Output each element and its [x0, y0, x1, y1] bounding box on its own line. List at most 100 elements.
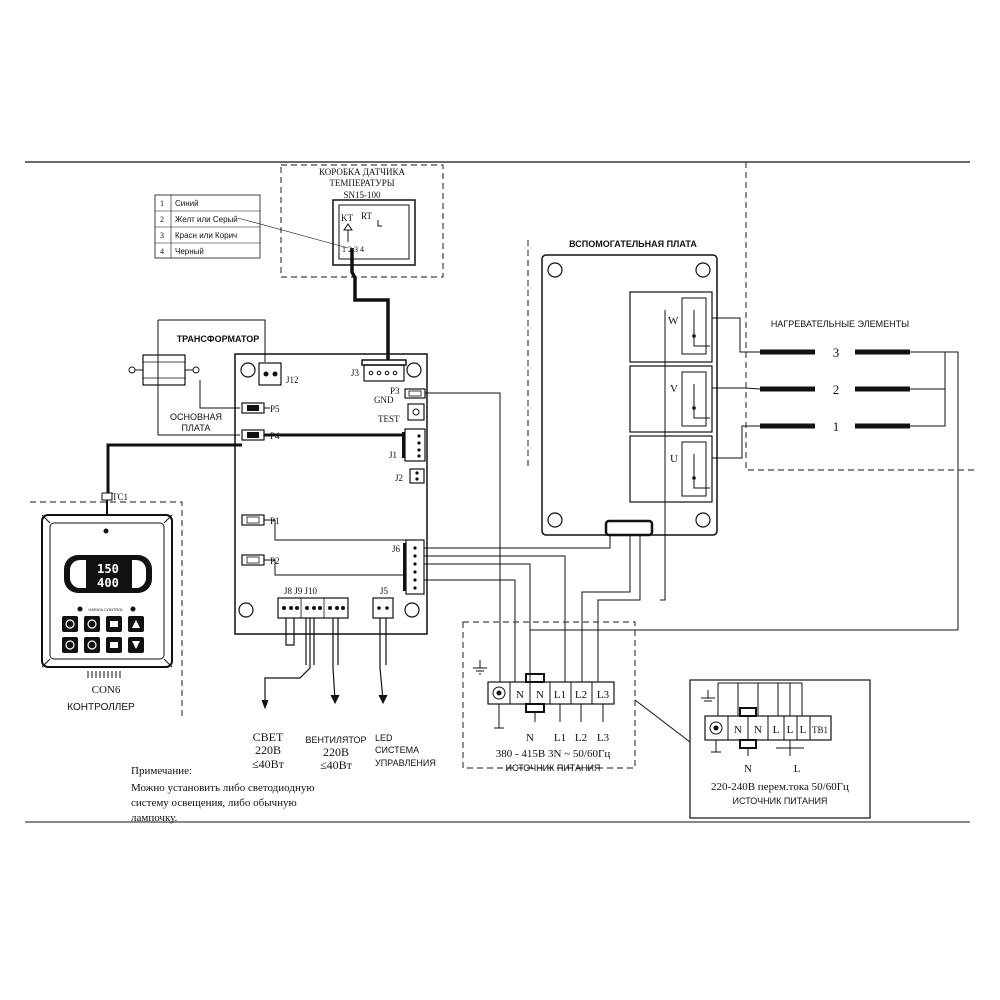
- fan-cable: [332, 618, 336, 701]
- heater-2-number: 2: [833, 382, 840, 397]
- sensor-box-title-2: ТЕМПЕРАТУРЫ: [329, 178, 394, 188]
- sensor-box-title-1: КОРОБКА ДАТЧИКА: [319, 167, 406, 177]
- single-phase-terminal-4: L: [787, 724, 794, 736]
- aux-board-connector: [604, 519, 654, 537]
- heater-1-number: 1: [833, 419, 840, 434]
- main-board: ОСНОВНАЯ ПЛАТА J12 J3 P3 GND TEST J1 J2: [170, 353, 428, 635]
- supply-link-line: [634, 699, 691, 743]
- display-top-value: 150: [97, 562, 119, 576]
- light-cable: [264, 618, 311, 705]
- transformer-core: [142, 354, 186, 386]
- single-phase-supply: N N L L L TB1 N L 220-240В перем.тока 50…: [689, 679, 871, 819]
- sensor-kt-label: KT: [341, 213, 353, 223]
- controller-brand: HARVIA CONTROL: [88, 607, 124, 612]
- j3-connector: [363, 364, 405, 382]
- three-phase-label: ИСТОЧНИК ПИТАНИЯ: [506, 763, 601, 773]
- j6-bus-1: [424, 535, 611, 549]
- heating-elements: НАГРЕВАТЕЛЬНЫЕ ЭЛЕМЕНТЫ 3 2 1: [712, 317, 959, 630]
- three-phase-under-l1: L1: [554, 732, 566, 744]
- sensor-cable: [350, 248, 390, 360]
- sensor-model: SN15-100: [343, 190, 381, 200]
- light-label-2: 220В: [255, 743, 281, 757]
- three-phase-terminal-3: L1: [554, 689, 566, 701]
- note: Примечание: Можно установить либо светод…: [131, 765, 315, 824]
- legend-name-2: Желт или Серый: [175, 215, 238, 224]
- legend-name-1: Синий: [175, 199, 199, 208]
- j1-connector: [404, 428, 426, 462]
- p1-wire: [264, 519, 406, 541]
- j5-connector: [372, 597, 394, 619]
- single-phase-terminal-1: N: [734, 724, 742, 736]
- three-phase-terminal-block: [487, 681, 615, 705]
- heater-zone-dashed-frame: [745, 162, 975, 471]
- single-phase-terminal-5: L: [800, 724, 807, 736]
- relay-u-label: U: [670, 453, 678, 465]
- heater-3-number: 3: [833, 345, 840, 360]
- controller-dashed-frame: [30, 501, 183, 716]
- three-phase-under-l2: L2: [575, 732, 587, 744]
- p3-label: P3: [390, 386, 400, 396]
- controller-label: КОНТРОЛЛЕР: [67, 702, 135, 713]
- legend-num-1: 1: [160, 199, 164, 208]
- gnd-label: GND: [374, 395, 394, 405]
- led-cable: [379, 618, 384, 701]
- fan-label-2: 220В: [323, 745, 349, 759]
- three-phase-terminal-2: N: [536, 689, 544, 701]
- legend-num-3: 3: [160, 231, 164, 240]
- j8-j9-j10-connector: [277, 597, 349, 619]
- wire-color-legend: 1 Синий 2 Желт или Серый 3 Красн или Кор…: [154, 194, 349, 259]
- three-phase-dashed-frame: [462, 621, 636, 769]
- led-label-2: СИСТЕМА: [375, 745, 419, 755]
- temperature-sensor-box: КОРОБКА ДАТЧИКА ТЕМПЕРАТУРЫ SN15-100 KT …: [280, 164, 444, 278]
- three-phase-spec: 380 - 415В 3N ~ 50/60Гц: [496, 748, 611, 760]
- single-phase-label: ИСТОЧНИК ПИТАНИЯ: [733, 796, 828, 806]
- j6-bus-2: [424, 555, 566, 682]
- j6-label: J6: [392, 544, 401, 554]
- j5-label: J5: [380, 586, 389, 596]
- sensor-rt-label: RT: [361, 211, 372, 221]
- light-label-3: ≤40Вт: [252, 757, 285, 771]
- con6-label: CON6: [92, 684, 121, 696]
- led-label-3: УПРАВЛЕНИЯ: [375, 758, 436, 768]
- relay-w: W: [629, 291, 713, 363]
- led-label-1: LED: [375, 733, 393, 743]
- controller: TC1 150 400 HARVIA CONTROL: [30, 492, 183, 716]
- main-board-label-1: ОСНОВНАЯ: [170, 412, 222, 422]
- main-board-outline: [234, 353, 428, 635]
- single-phase-under-l: L: [794, 763, 801, 775]
- j6-bus-3: [424, 563, 531, 682]
- display-bottom-value: 400: [97, 576, 119, 590]
- relay-feed-wire: [660, 310, 666, 601]
- three-phase-terminal-5: L3: [597, 689, 610, 701]
- note-line-3: лампочку.: [131, 812, 178, 824]
- single-phase-under-n: N: [744, 763, 752, 775]
- relay-w-label: W: [668, 315, 679, 327]
- single-phase-terminal-6: TB1: [812, 725, 828, 735]
- single-phase-spec: 220-240В перем.тока 50/60Гц: [711, 781, 849, 793]
- relay-v-label: V: [670, 383, 678, 395]
- p3-connector: [404, 388, 426, 399]
- p3-wire: [425, 392, 501, 682]
- relay-u: U: [629, 435, 713, 503]
- j12-label: J12: [286, 375, 299, 385]
- j1-label: J1: [389, 450, 397, 460]
- note-title: Примечание:: [131, 765, 192, 777]
- j12-connector: [258, 362, 282, 386]
- legend-name-3: Красн или Корич: [175, 231, 237, 240]
- transformer: ТРАНСФОРМАТОР: [128, 319, 266, 436]
- legend-num-4: 4: [160, 247, 164, 256]
- test-label: TEST: [378, 414, 400, 424]
- single-phase-frame: [689, 679, 871, 819]
- single-phase-terminal-2: N: [754, 724, 762, 736]
- main-board-label-2: ПЛАТА: [182, 423, 211, 433]
- p2-wire: [264, 559, 403, 576]
- j3-label: J3: [351, 368, 360, 378]
- note-line-1: Можно установить либо светодиодную: [131, 782, 315, 794]
- heaters-title: НАГРЕВАТЕЛЬНЫЕ ЭЛЕМЕНТЫ: [771, 319, 909, 329]
- relay-v: V: [629, 365, 713, 433]
- three-phase-under-l3: L3: [597, 732, 610, 744]
- transformer-label: ТРАНСФОРМАТОР: [177, 334, 260, 344]
- p5-label: P5: [270, 404, 280, 414]
